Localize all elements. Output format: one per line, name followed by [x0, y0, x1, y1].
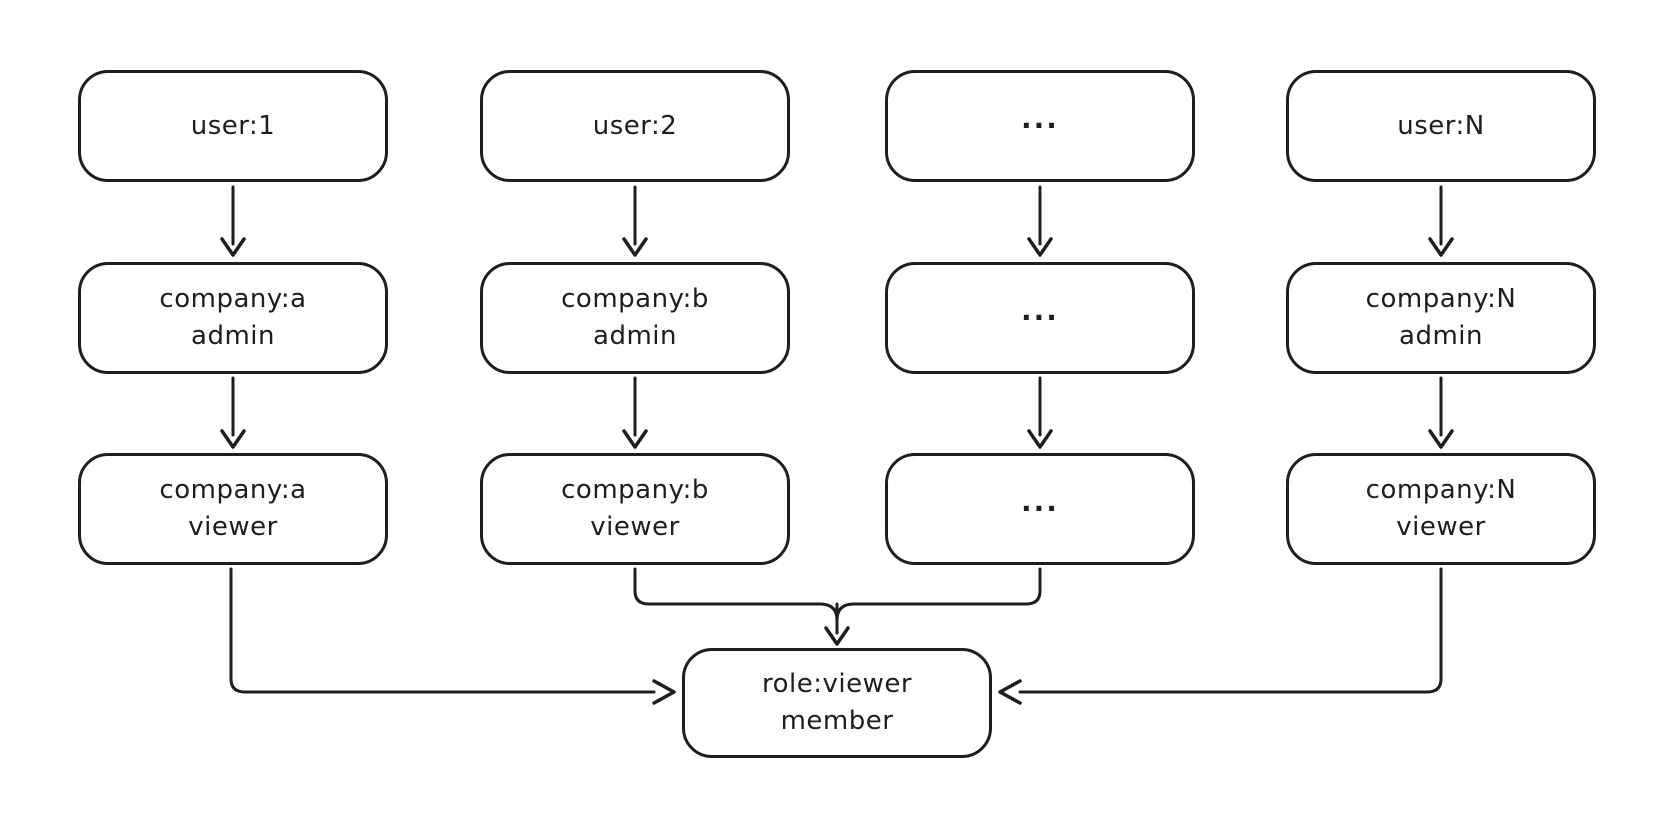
node-company-n-admin: company:N admin — [1286, 262, 1596, 374]
edge-usermore-to-company-more-admin — [1027, 185, 1053, 257]
node-label-line1: user:2 — [592, 110, 678, 141]
edge-usern-to-company-n-admin — [1428, 185, 1454, 257]
edge-company-more-viewer-to-role — [835, 567, 1042, 622]
node-label-line1: company:a — [159, 475, 307, 505]
node-label-line1: company:a — [159, 284, 307, 314]
node-user-2: user:2 — [480, 70, 790, 182]
node-user-ellipsis: ... — [885, 70, 1195, 182]
edge-user2-to-company-b-admin — [622, 185, 648, 257]
node-company-viewer-ellipsis: ... — [885, 453, 1195, 565]
edge-user1-to-company-a-admin — [220, 185, 246, 257]
node-label-line2: admin — [191, 321, 275, 351]
node-label-line1: user:1 — [190, 110, 276, 141]
edge-company-b-admin-to-viewer — [622, 376, 648, 449]
node-company-n-viewer: company:N viewer — [1286, 453, 1596, 565]
node-company-b-viewer: company:b viewer — [480, 453, 790, 565]
edge-company-a-viewer-to-role — [229, 567, 676, 705]
edge-company-b-viewer-to-role — [633, 567, 839, 622]
node-label-line2: viewer — [590, 512, 680, 542]
node-label-line1: user:N — [1397, 110, 1485, 141]
edge-company-n-admin-to-viewer — [1428, 376, 1454, 449]
node-label-line1: company:N — [1365, 284, 1517, 314]
node-user-1: user:1 — [78, 70, 388, 182]
node-label-line2: viewer — [188, 512, 278, 542]
node-company-admin-ellipsis: ... — [885, 262, 1195, 374]
node-label-line1: ... — [1021, 101, 1059, 135]
edge-company-n-viewer-to-role — [998, 567, 1443, 705]
node-label-line2: member — [780, 706, 894, 736]
node-label-line2: viewer — [1396, 512, 1486, 542]
node-label-line1: ... — [1021, 293, 1059, 327]
node-role-viewer-member: role:viewer member — [682, 648, 992, 758]
node-label-line1: role:viewer — [761, 669, 913, 699]
edge-company-more-admin-to-viewer — [1027, 376, 1053, 449]
node-label-line1: company:N — [1365, 475, 1517, 505]
node-label-line1: company:b — [561, 284, 709, 314]
node-label-line1: ... — [1021, 484, 1059, 518]
edge-merged-into-role — [824, 602, 850, 646]
edge-company-a-admin-to-viewer — [220, 376, 246, 449]
node-company-b-admin: company:b admin — [480, 262, 790, 374]
node-label-line1: company:b — [561, 475, 709, 505]
node-company-a-admin: company:a admin — [78, 262, 388, 374]
node-label-line2: admin — [1399, 321, 1483, 351]
node-company-a-viewer: company:a viewer — [78, 453, 388, 565]
node-label-line2: admin — [593, 321, 677, 351]
node-user-n: user:N — [1286, 70, 1596, 182]
